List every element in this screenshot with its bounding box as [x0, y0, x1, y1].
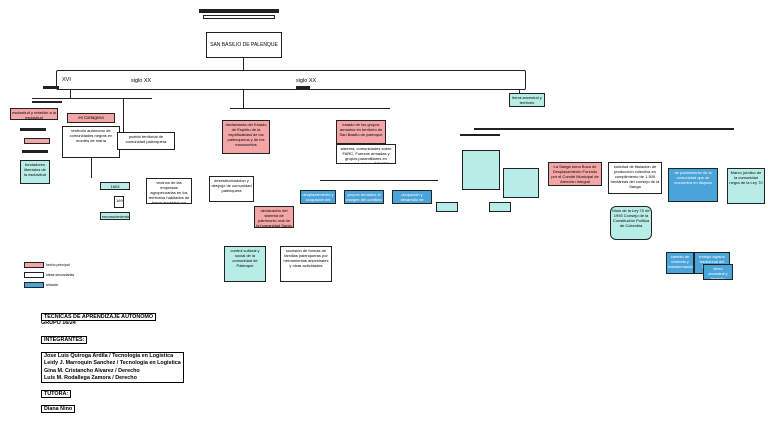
node-sanga[interactable]: La Sanga toma Boca de Desplazamiento For… [548, 162, 602, 186]
century-timeline [56, 70, 526, 90]
century-label-xx-1: siglo XX [131, 78, 152, 84]
node-grupos-margen[interactable]: grupos armados al margen del conflicto [344, 190, 384, 204]
tutor-heading: TUTORA: [41, 390, 72, 398]
node-sistema[interactable]: sistema, comunidades sobre FARC, Fuerzas… [336, 144, 396, 164]
node-fundadores[interactable]: fundadores liberados de la esclavitud [20, 160, 50, 184]
node-territorio[interactable]: territorio autónomo de comunidades negra… [62, 126, 120, 158]
timeline-marker-1 [43, 86, 59, 89]
node-vecinos[interactable]: vecinos de las empresas agropecuarias en… [146, 178, 192, 204]
course-group: GRUPO 16/24 [41, 320, 76, 326]
member-4: Luis M. Rodallega Zamora / Derecho [44, 374, 137, 381]
node-top-right[interactable]: tierra ancestral y territorio [509, 93, 545, 107]
node-right-teal-2[interactable] [503, 168, 539, 198]
node-ocupacion[interactable]: ocupación y desarrollo de cultivos palen… [392, 190, 432, 204]
branch-left [70, 90, 71, 98]
connector-central [243, 58, 244, 70]
member-1: Jose Luis Quiroga Ardila / Tecnologia en… [44, 353, 174, 359]
strip-3 [22, 150, 48, 153]
node-small-pink[interactable] [24, 138, 50, 144]
node-reconocimiento[interactable]: reconocimiento jurídico [100, 212, 130, 220]
timeline-marker-2 [296, 86, 310, 89]
connector [243, 90, 244, 108]
node-esclavitud[interactable]: esclavitud y rebelión a la esclavitud [10, 108, 58, 120]
legend-relation-label: relación [46, 283, 59, 287]
branch-right-horizontal [474, 128, 734, 130]
course-title: TECNICAS DE APRENDIZAJE AUTONOMO [41, 313, 157, 321]
node-desestructuracion[interactable]: desestructuración y despojo de comunidad… [209, 176, 254, 202]
header-bar-bottom [203, 15, 275, 19]
legend-secondary-swatch [24, 272, 44, 278]
node-right-teal-1[interactable] [462, 150, 500, 190]
node-poblamiento[interactable]: de poblamiento de la comunidad que se en… [668, 168, 718, 202]
node-bottom-right[interactable]: tierra ancestral y territorio [703, 264, 733, 280]
strip-2 [20, 128, 46, 131]
branch-grupos-horizontal [320, 180, 438, 181]
strip-1 [32, 101, 62, 103]
node-cultural[interactable]: control cultural y social de la comunida… [224, 246, 266, 282]
node-patrimonio[interactable]: declaración del sistema de patrimonio or… [254, 206, 294, 228]
strip-right-1 [460, 134, 500, 136]
node-titulado[interactable]: título de la Ley 70 de 1993 Consejo de l… [610, 206, 652, 240]
members-heading: INTEGRANTES: [41, 336, 88, 344]
node-marco-juridico[interactable]: Marco jurídico de la comunidad negra de … [727, 168, 765, 204]
node-1603[interactable]: 1603 [100, 182, 130, 190]
node-1691[interactable]: 1691 [114, 196, 124, 208]
central-topic[interactable]: SAN BASILIO DE PALENQUE [206, 32, 282, 58]
legend-relation-swatch [24, 282, 44, 288]
node-formas[interactable]: sucesión de formas de familias palenquer… [280, 246, 332, 282]
connector [519, 90, 520, 94]
member-2: Leidy J. Marroquin Sanchez / Tecnologia … [44, 360, 181, 367]
tutor-name: Diana Nino [41, 405, 76, 413]
node-grupos[interactable]: estado de los grupos armados en territor… [336, 120, 386, 144]
members-list: Jose Luis Quiroga Ardila / Tecnologia en… [41, 352, 184, 384]
branch-left-horizontal [32, 98, 152, 99]
node-small-teal-left[interactable] [436, 202, 458, 212]
node-small-teal-right[interactable] [489, 202, 511, 212]
member-3: Gina M. Cristancho Alvarez / Derecho [44, 367, 140, 374]
legend-main-label: hecho principal [46, 263, 70, 267]
legend-secondary-label: ideas secundarias [46, 273, 75, 277]
node-solicitud[interactable]: solicitud de titulación de producción co… [608, 162, 662, 194]
century-label-xvi: XVI [62, 77, 71, 83]
connector [123, 98, 124, 132]
connector [91, 158, 92, 178]
century-label-xx-2: siglo XX [296, 78, 317, 84]
branch-mid-horizontal [230, 108, 390, 109]
node-cartagena[interactable]: en Cartagena [67, 113, 115, 123]
node-desplazamiento[interactable]: desplazamiento y ocupación del territori… [300, 190, 336, 204]
node-vivienda[interactable]: cambio de vivienda y transformación [666, 252, 694, 274]
header-bar-top [199, 9, 279, 13]
legend-main-swatch [24, 262, 44, 268]
node-pueblo[interactable]: pueblo territorial de comunidad palenque… [117, 132, 175, 150]
node-declaratoria[interactable]: declaratoria del Estado de Espiritu de l… [222, 120, 270, 154]
